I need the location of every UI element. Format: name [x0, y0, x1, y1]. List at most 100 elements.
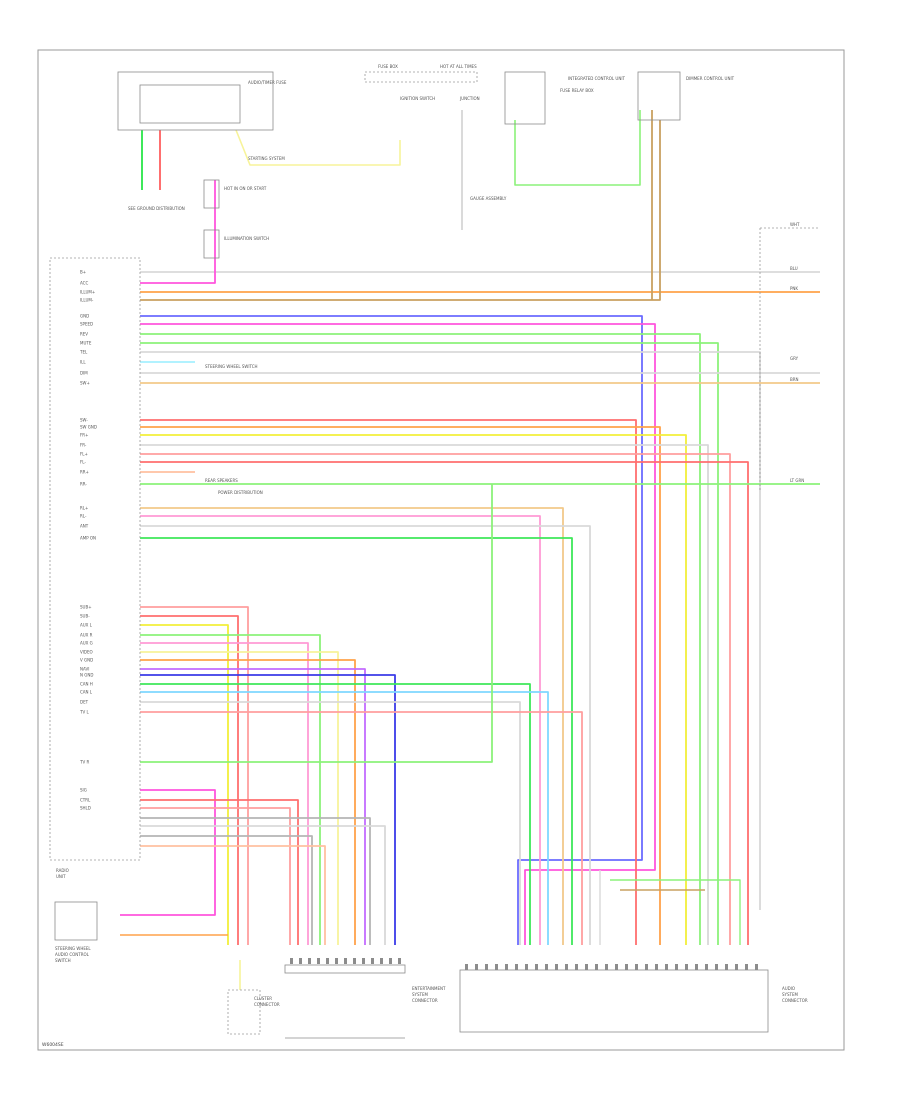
radio-pin-label-2: ILLUM+ — [80, 290, 95, 295]
radio-pin-label-4: GND — [80, 314, 89, 319]
right-connector-pin-27 — [735, 964, 738, 970]
radio-pin-label-25: SUB- — [80, 614, 90, 619]
mid-connector-label-1: ENTERTAINMENT — [412, 986, 446, 991]
top-label-10: JUNCTION — [459, 96, 480, 101]
radio-pin-label-15: FR- — [80, 443, 87, 448]
footer-code: W6004SE — [42, 1042, 64, 1048]
right-connector-pin-24 — [705, 964, 708, 970]
mid-connector-pin-0 — [290, 958, 293, 964]
right-connector-pin-18 — [645, 964, 648, 970]
mid-connector-pin-4 — [326, 958, 329, 964]
radio-pin-label-19: RR- — [80, 482, 87, 487]
top-label-11: DIMMER CONTROL UNIT — [686, 76, 735, 81]
cross-1 — [610, 879, 741, 945]
radio-pin-label-6: REV — [80, 332, 88, 337]
radio-pin-label-0: B+ — [80, 270, 86, 275]
top-label-5: HOT AT ALL TIMES — [440, 64, 477, 69]
dimmer-control-unit — [637, 71, 681, 121]
lower-wire-15 — [140, 799, 299, 945]
top-label-3: STARTING SYSTEM — [248, 156, 285, 161]
mid-connector-pin-6 — [344, 958, 347, 964]
bus-wire-5 — [140, 323, 656, 945]
right-tag-1: BLU — [790, 266, 798, 271]
side-note-0: STEERING WHEEL SWITCH — [205, 364, 258, 369]
diagram-frame — [37, 49, 845, 1051]
top-label-4: SEE GROUND DISTRIBUTION — [128, 206, 185, 211]
fuse-box-small — [203, 179, 220, 209]
radio-pin-label-26: AUX L — [80, 623, 93, 628]
right-connector-pin-26 — [725, 964, 728, 970]
right-connector-pin-16 — [625, 964, 628, 970]
right-connector-pin-1 — [475, 964, 478, 970]
radio-pin-label-32: N GND — [80, 673, 93, 678]
lower-wire-12 — [140, 711, 583, 945]
cluster-label-2: CONNECTOR — [254, 1002, 280, 1007]
radio-pin-label-18: RR+ — [80, 470, 89, 475]
lower-wire-2 — [140, 624, 229, 945]
right-connector-pin-3 — [495, 964, 498, 970]
side-note-2: POWER DISTRIBUTION — [218, 490, 263, 495]
bus-wire-17 — [140, 461, 749, 945]
lower-wire-9 — [140, 683, 531, 945]
right-connector-pin-28 — [745, 964, 748, 970]
radio-pin-label-8: TEL — [79, 350, 88, 355]
side-note-1: REAR SPEAKERS — [205, 478, 238, 483]
right-connector-pin-10 — [565, 964, 568, 970]
radio-pin-label-38: SIG — [80, 788, 87, 793]
top-label-8: GAUGE ASSEMBLY — [470, 196, 507, 201]
bus-wire-16 — [140, 453, 731, 945]
right-connector-label-2: SYSTEM — [782, 992, 798, 997]
radio-pin-label-28: AUX G — [80, 641, 93, 646]
mid-connector-body — [284, 964, 406, 974]
lower-wire-6 — [140, 659, 356, 945]
bus-wire-20 — [140, 507, 564, 945]
top-label-6: HOT IN ON OR START — [224, 186, 267, 191]
top-label-7: ILLUMINATION SWITCH — [224, 236, 269, 241]
radio-pin-label-33: CAN H — [80, 682, 93, 687]
top-label-2: INTEGRATED CONTROL UNIT — [568, 76, 626, 81]
right-tag-0: WHT — [790, 222, 800, 227]
radio-pin-label-29: VIDEO — [80, 650, 93, 655]
lower-wire-10 — [140, 691, 549, 945]
bus-wire-13 — [140, 426, 661, 945]
radio-pin-label-5: SPEED — [80, 322, 93, 327]
steering-label-3: SWITCH — [55, 958, 71, 963]
steering-switch-box — [54, 901, 98, 941]
right-connector-pin-20 — [665, 964, 668, 970]
lower-wire-18 — [140, 825, 386, 945]
bus-wire-23 — [140, 537, 573, 945]
radio-pin-label-27: AUX R — [80, 633, 93, 638]
mid-connector-pin-8 — [362, 958, 365, 964]
right-connector-body — [459, 969, 769, 1033]
right-tag-5: LT GRN — [790, 478, 804, 483]
mid-connector-pin-5 — [335, 958, 338, 964]
radio-pin-label-12: SW- — [80, 418, 88, 423]
radio-pin-label-17: FL- — [80, 460, 86, 465]
top-switch-box — [117, 71, 274, 131]
right-connector-pin-5 — [515, 964, 518, 970]
lower-wire-16 — [140, 807, 291, 945]
steering-label-2: AUDIO CONTROL — [55, 952, 90, 957]
bus-wire-6 — [140, 333, 701, 945]
right-tag-3: GRY — [790, 356, 799, 361]
lower-wire-14 — [120, 789, 216, 916]
bus-wire-15 — [140, 444, 709, 945]
right-connector-pin-7 — [535, 964, 538, 970]
lower-wire-8 — [140, 674, 396, 945]
right-tag-4: BRN — [790, 377, 799, 382]
radio-pin-label-36: TV L — [79, 710, 89, 715]
cluster-label-1: CLUSTER — [254, 996, 272, 1001]
lower-wire-19 — [140, 835, 313, 945]
bus-wire-22 — [140, 525, 591, 945]
module-label-1: RADIO — [56, 868, 69, 873]
lower-wire-1 — [140, 615, 239, 945]
right-connector-pin-11 — [575, 964, 578, 970]
right-connector-pin-29 — [755, 964, 758, 970]
mid-connector-pin-11 — [389, 958, 392, 964]
mid-connector-label-3: CONNECTOR — [412, 998, 438, 1003]
lower-wire-13 — [140, 484, 493, 763]
bus-wire-3 — [140, 120, 661, 301]
radio-pin-label-7: MUTE — [80, 341, 92, 346]
lower-wire-11 — [140, 701, 521, 945]
